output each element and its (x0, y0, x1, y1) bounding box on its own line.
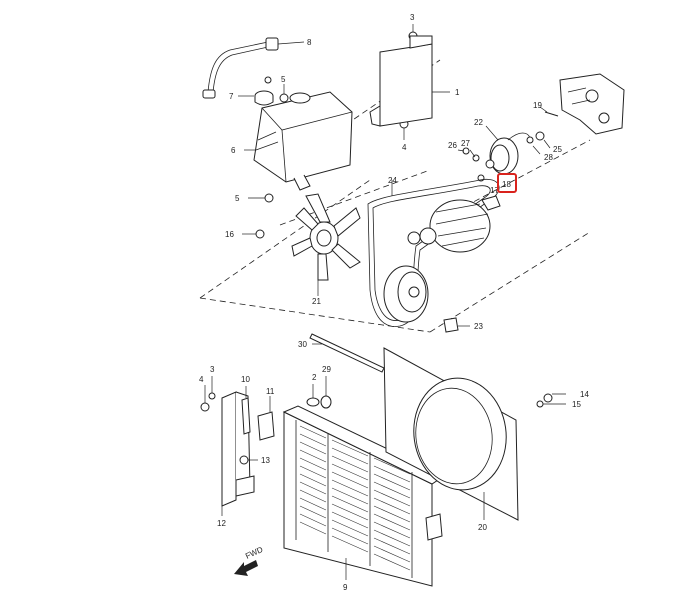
callout-30: 30 (298, 340, 307, 349)
radiator-cap (306, 376, 332, 409)
callout-29: 29 (322, 365, 331, 374)
callout-4-lower: 4 (199, 375, 204, 384)
callout-5-lower: 5 (235, 194, 240, 203)
callout-2: 2 (312, 373, 317, 382)
callout-9: 9 (343, 583, 348, 592)
radiator (282, 405, 446, 587)
callout-17: 17 (490, 186, 499, 195)
callout-12: 12 (217, 519, 226, 528)
seal-strip (309, 333, 385, 373)
water-pump-housing (559, 73, 625, 135)
alternator (407, 195, 501, 253)
fan-shroud (383, 347, 566, 521)
callout-14: 14 (580, 390, 589, 399)
callout-16: 16 (225, 230, 234, 239)
mounting-bracket (369, 35, 450, 127)
callout-4-upper: 4 (402, 143, 407, 152)
callout-6: 6 (231, 146, 236, 155)
callout-13: 13 (261, 456, 270, 465)
callout-20: 20 (478, 523, 487, 532)
radiator-support (200, 376, 275, 516)
overflow-hose (202, 37, 305, 99)
coolant-reservoir (244, 91, 353, 191)
callout-11: 11 (266, 387, 275, 396)
idler-bracket (443, 317, 470, 333)
callout-15: 15 (572, 400, 581, 409)
crankshaft-pulley (383, 265, 429, 323)
callout-5-upper: 5 (281, 75, 286, 84)
callout-3-upper: 3 (410, 13, 415, 22)
callout-27: 27 (461, 139, 470, 148)
radiator-core (299, 425, 411, 571)
callout-23: 23 (474, 322, 483, 331)
cooling-fan (291, 193, 361, 296)
callout-22: 22 (474, 118, 483, 127)
highlighted-callout-18-box[interactable] (497, 173, 517, 193)
callout-21: 21 (312, 297, 321, 306)
pump-pulley (477, 125, 551, 182)
callout-25: 25 (553, 145, 562, 154)
reservoir-cap (238, 76, 274, 106)
callout-1: 1 (455, 88, 460, 97)
callout-28: 28 (544, 153, 553, 162)
callout-10: 10 (241, 375, 250, 384)
callout-24: 24 (388, 176, 397, 185)
callout-3-lower: 3 (210, 365, 215, 374)
callout-8: 8 (307, 38, 312, 47)
direction-text: FWD (244, 545, 265, 561)
callout-7: 7 (229, 92, 234, 101)
callout-labels: 1 2 3 3 4 4 5 5 6 7 8 9 10 11 12 13 14 1… (199, 13, 589, 592)
callout-26: 26 (448, 141, 457, 150)
callout-19: 19 (533, 101, 542, 110)
callout-18: 18 (502, 180, 511, 189)
forward-direction-marker: FWD (234, 545, 265, 576)
